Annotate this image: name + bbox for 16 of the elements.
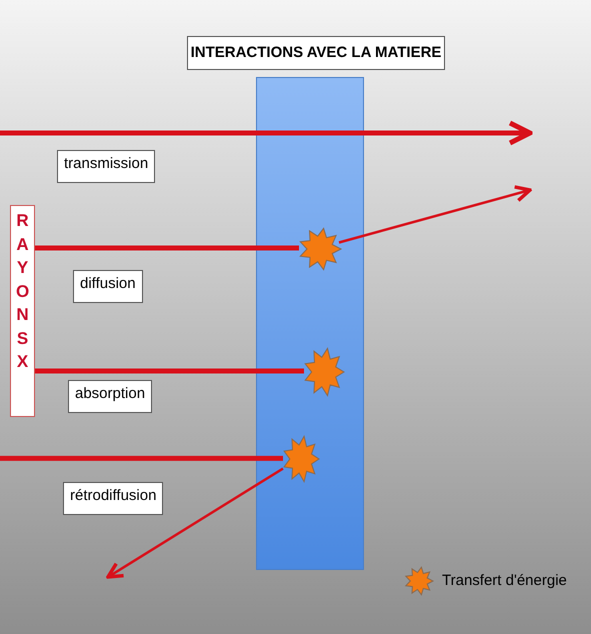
interaction-label: transmission [57,150,156,183]
energy-burst-icon [303,347,345,397]
arrow [338,185,532,244]
ray-line [35,246,299,250]
title: INTERACTIONS AVEC LA MATIERE [187,36,445,70]
ray-line [0,456,283,461]
ray-line [35,368,304,374]
interaction-label: absorption [68,380,152,413]
energy-burst-icon [298,227,342,271]
interaction-label: rétrodiffusion [63,482,164,515]
interaction-label: diffusion [73,270,143,303]
energy-burst-icon [282,435,320,483]
arrow [106,467,284,579]
material-slab [256,77,364,570]
vertical-label: RAYONS X [10,205,35,417]
legend-text: Transfert d'énergie [442,572,567,589]
